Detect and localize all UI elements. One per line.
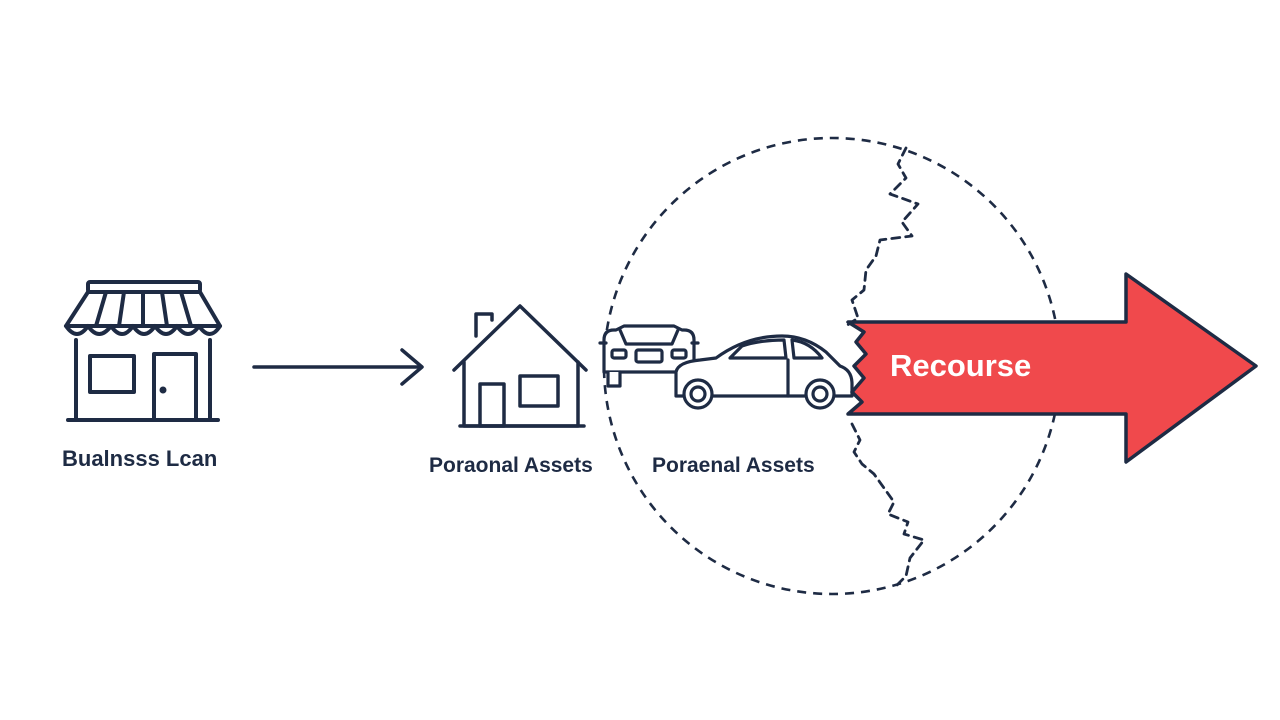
recourse-arrow — [846, 272, 1258, 464]
crack-line-lower — [850, 422, 926, 588]
flow-arrow — [252, 348, 424, 386]
business-loan-label: Bualnsss Lcan — [62, 446, 218, 471]
car-side-icon — [674, 334, 854, 410]
storefront-icon — [64, 280, 222, 422]
crack-line — [844, 146, 920, 328]
personal-assets-cars-label: Poraenal Assets — [652, 454, 815, 477]
personal-assets-house-label: Poraonal Assets — [429, 454, 593, 477]
recourse-label: Recourse — [890, 348, 1032, 383]
house-icon — [452, 304, 588, 428]
